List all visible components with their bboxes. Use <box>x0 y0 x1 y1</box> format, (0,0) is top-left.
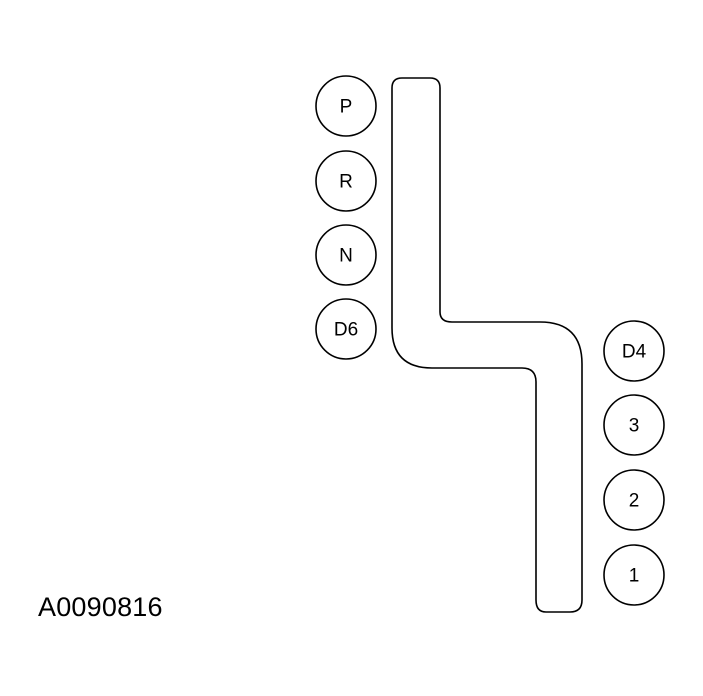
gear-label-d6: D6 <box>334 320 358 341</box>
gear-label-r: R <box>339 172 353 193</box>
gear-position-3: 3 <box>603 394 665 456</box>
gear-circle-n <box>315 224 377 286</box>
gear-circle-p <box>315 75 377 137</box>
gear-label-3: 3 <box>629 416 640 437</box>
gear-position-d6: D6 <box>315 298 377 360</box>
gear-circle-d6 <box>315 298 377 360</box>
gear-position-d4: D4 <box>603 320 665 382</box>
gear-position-r: R <box>315 150 377 212</box>
shift-gate-slot <box>391 77 583 613</box>
gear-label-p: P <box>340 97 353 118</box>
gear-circle-d4 <box>603 320 665 382</box>
gear-label-1: 1 <box>629 566 640 587</box>
gear-position-2: 2 <box>603 469 665 531</box>
gear-circle-r <box>315 150 377 212</box>
gear-position-1: 1 <box>603 544 665 606</box>
gear-position-p: P <box>315 75 377 137</box>
gear-label-2: 2 <box>629 491 640 512</box>
gear-label-n: N <box>339 246 353 267</box>
gear-circle-3 <box>603 394 665 456</box>
gear-circle-2 <box>603 469 665 531</box>
gear-circle-1 <box>603 544 665 606</box>
figure-id-label: A0090816 <box>38 592 163 622</box>
gear-label-d4: D4 <box>622 342 647 363</box>
gear-position-n: N <box>315 224 377 286</box>
